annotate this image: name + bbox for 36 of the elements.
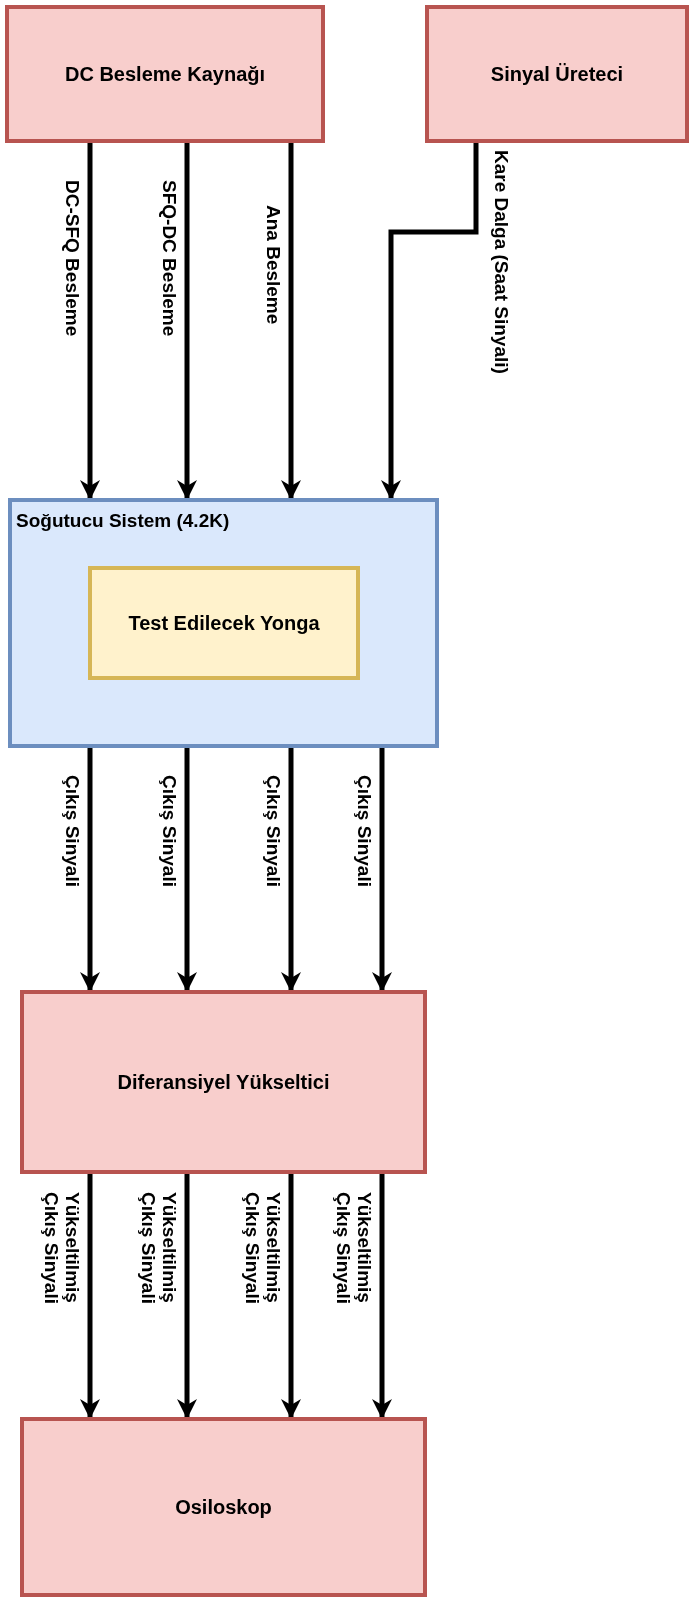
edge-label: Ana Besleme	[262, 205, 283, 325]
edge-label: Çıkış Sinyali	[158, 775, 179, 887]
arrow	[177, 1174, 197, 1419]
edge-label: Çıkış Sinyali	[353, 775, 374, 887]
edge-label: Yükseltilmiş Çıkış Sinyali	[40, 1192, 82, 1306]
system-container	[8, 498, 439, 748]
box-label: Diferansiyel Yükseltici	[116, 1070, 331, 1095]
process-box	[425, 5, 689, 143]
container-title: Soğutucu Sistem (4.2K)	[16, 510, 230, 532]
edge-label: DC-SFQ Besleme	[61, 180, 82, 337]
arrow	[281, 143, 301, 500]
arrow	[177, 143, 197, 500]
arrow	[80, 1174, 100, 1419]
arrow	[281, 1174, 301, 1419]
edge-label: Yükseltilmiş Çıkış Sinyali	[332, 1192, 374, 1306]
box-label: Osiloskop	[174, 1495, 273, 1520]
arrow	[80, 143, 100, 500]
arrow	[80, 748, 100, 992]
box-label: Sinyal Üreteci	[489, 62, 625, 87]
arrow	[381, 143, 479, 500]
process-box	[20, 1417, 427, 1597]
box-label: Test Edilecek Yonga	[127, 611, 321, 636]
edge-label: Kare Dalga (Saat Sinyali)	[490, 150, 511, 374]
arrow	[372, 1174, 392, 1419]
edge-label: Yükseltilmiş Çıkış Sinyali	[137, 1192, 179, 1306]
edge-label: Çıkış Sinyali	[262, 775, 283, 887]
chip-box	[88, 566, 360, 680]
process-box	[5, 5, 325, 143]
process-box	[20, 990, 427, 1174]
edge-label: SFQ-DC Besleme	[158, 180, 179, 337]
arrow	[177, 748, 197, 992]
box-label: DC Besleme Kaynağı	[63, 62, 267, 87]
edge-label: Çıkış Sinyali	[61, 775, 82, 887]
edge-label: Yükseltilmiş Çıkış Sinyali	[241, 1192, 283, 1306]
arrow	[281, 748, 301, 992]
arrow	[372, 748, 392, 992]
